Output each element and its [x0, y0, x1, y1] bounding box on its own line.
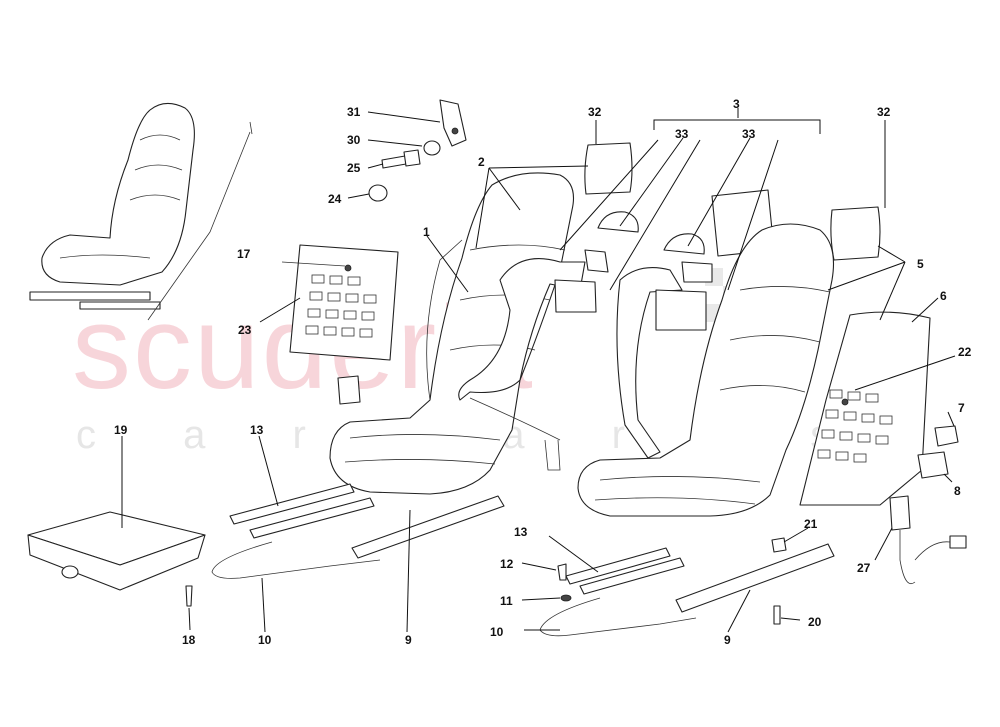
label-10a: 10 — [258, 633, 272, 647]
part-7-knob — [934, 425, 959, 447]
label-22: 22 — [958, 345, 972, 359]
part-33-cover-left — [597, 211, 639, 233]
label-19: 19 — [114, 423, 128, 437]
label-32a: 32 — [588, 105, 602, 119]
part-32-pad-left — [584, 142, 633, 195]
label-13b: 13 — [514, 525, 528, 539]
label-10b: 10 — [490, 625, 504, 639]
part-25-bolt — [381, 149, 421, 169]
label-5: 5 — [917, 257, 924, 271]
label-27: 27 — [857, 561, 871, 575]
part-11-nut — [560, 594, 572, 602]
label-33b: 33 — [742, 127, 756, 141]
label-6: 6 — [940, 289, 947, 303]
part-24-cap — [368, 184, 388, 202]
part-buckle-left — [337, 375, 361, 405]
part-10-bar-left — [211, 541, 381, 579]
part-2-seat-belt-left — [458, 249, 609, 471]
label-1: 1 — [423, 225, 430, 239]
label-21: 21 — [804, 517, 818, 531]
part-10-bar-right — [539, 597, 697, 637]
part-9-rail-left — [351, 495, 505, 559]
part-1-left-seat — [329, 172, 575, 495]
callout-labels: 1 2 3 5 6 7 8 9 9 10 10 11 12 13 13 17 1… — [114, 97, 972, 647]
label-18: 18 — [182, 633, 196, 647]
part-23-seat-heater-mat — [281, 244, 399, 361]
label-30: 30 — [347, 133, 361, 147]
label-11: 11 — [500, 594, 513, 608]
part-5-right-seat — [577, 223, 835, 517]
part-13-rails-left — [229, 483, 375, 539]
part-20-screw — [773, 605, 781, 625]
label-9a: 9 — [405, 633, 412, 647]
part-21-spacer — [771, 537, 787, 553]
part-6-seat-back-panel — [799, 311, 931, 506]
label-12: 12 — [500, 557, 514, 571]
label-33a: 33 — [675, 127, 689, 141]
label-8: 8 — [954, 484, 961, 498]
label-25: 25 — [347, 161, 361, 175]
label-17: 17 — [237, 247, 251, 261]
label-9b: 9 — [724, 633, 731, 647]
label-32b: 32 — [877, 105, 891, 119]
label-13a: 13 — [250, 423, 264, 437]
part-19-storage-tray — [27, 511, 206, 591]
part-13-rails-right — [565, 547, 685, 595]
label-23: 23 — [238, 323, 252, 337]
part-32-pad-right — [830, 206, 881, 261]
hardware-small-parts — [368, 99, 467, 202]
part-12-bolt — [557, 563, 567, 581]
label-2: 2 — [478, 155, 485, 169]
label-31: 31 — [347, 105, 361, 119]
leader-lines — [121, 108, 956, 633]
label-20: 20 — [808, 615, 822, 629]
label-24: 24 — [328, 192, 342, 206]
part-30-washer — [423, 140, 441, 156]
label-3: 3 — [733, 97, 740, 111]
label-7: 7 — [958, 401, 965, 415]
part-9-rail-right — [675, 543, 835, 613]
part-17-complete-seat — [29, 102, 253, 321]
part-33-cover-right — [663, 233, 705, 255]
part-27-belt-buckle — [889, 495, 967, 585]
part-8-knob — [917, 451, 949, 479]
part-18-screw — [185, 585, 193, 607]
part-31-bracket — [439, 99, 467, 147]
